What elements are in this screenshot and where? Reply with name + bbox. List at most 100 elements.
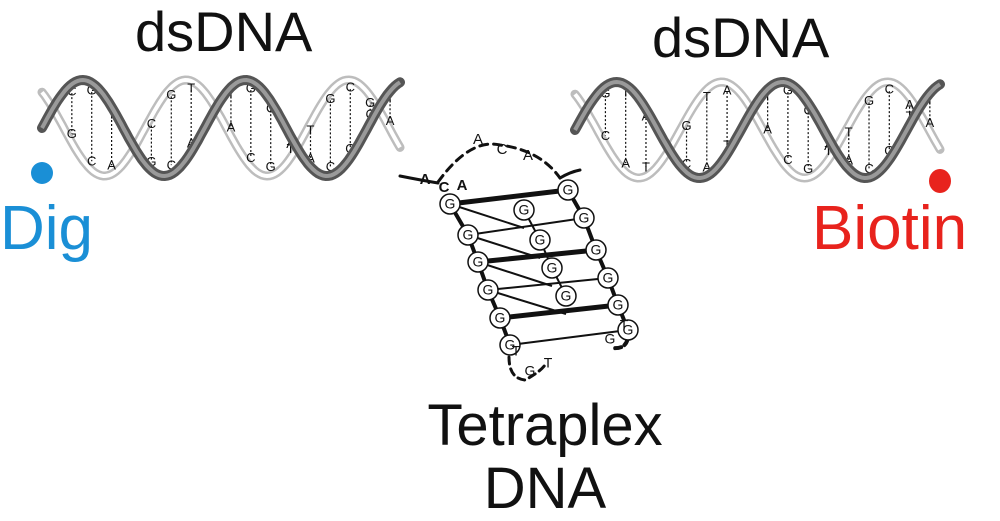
- linker-base: A: [457, 177, 468, 194]
- base-letter: G: [884, 143, 894, 158]
- loop-base: T: [512, 343, 521, 359]
- guanine-node: [597, 267, 619, 289]
- base-letter: T: [845, 125, 853, 140]
- guanine-letter: G: [547, 260, 558, 276]
- base-letter: A: [621, 156, 630, 171]
- guanine-letter: G: [495, 310, 506, 326]
- guanine-letter: G: [535, 232, 546, 248]
- base-letter: C: [167, 158, 176, 173]
- guanine-node: [467, 251, 489, 273]
- base-letter: T: [187, 80, 195, 95]
- base-letter: G: [600, 86, 610, 101]
- linker-base: C: [439, 179, 450, 196]
- linker-base: C: [497, 141, 508, 158]
- quartet-rung: [467, 217, 585, 236]
- base-letter: C: [682, 156, 691, 171]
- base-letter: C: [147, 116, 156, 131]
- bottom-loop: [507, 343, 547, 382]
- left-dsdna-title: dsDNA: [135, 0, 313, 63]
- back-strand-highlight: [573, 79, 942, 181]
- base-letter: G: [783, 82, 793, 97]
- base-letter: G: [166, 87, 176, 102]
- guanine-node: [499, 334, 521, 356]
- guanine-letter: G: [591, 242, 602, 258]
- guanine-node: [529, 229, 551, 251]
- back-strand-highlight: [40, 77, 402, 179]
- tetraplex-label-line2: DNA: [483, 455, 607, 521]
- base-letter: C: [67, 84, 76, 99]
- base-letter: C: [601, 128, 610, 143]
- base-letter: A: [227, 120, 236, 135]
- loop-base: T: [544, 355, 553, 371]
- guanine-node: [513, 199, 535, 221]
- quartet-diagonal: [449, 203, 525, 229]
- base-letter: C: [864, 161, 873, 176]
- biotin-label-dot: [929, 169, 951, 193]
- base-letter: A: [844, 152, 853, 167]
- dig-label-dot: [31, 162, 53, 184]
- loop-base: G: [525, 363, 536, 379]
- base-letter: A: [763, 122, 772, 137]
- right-dsdna-title: dsDNA: [652, 6, 830, 69]
- guanine-node: [477, 279, 499, 301]
- base-letter: G: [87, 82, 97, 97]
- guanine-node: [617, 319, 639, 341]
- front-strand-highlight: [573, 79, 942, 181]
- linker-left: [398, 174, 440, 185]
- guanine-letter: G: [623, 322, 634, 338]
- base-letter: A: [306, 150, 315, 165]
- base-letter: A: [905, 97, 914, 112]
- base-letter: T: [642, 160, 650, 175]
- base-letter: C: [87, 154, 96, 169]
- quartet-diagonal: [467, 234, 541, 259]
- base-letter: G: [365, 95, 375, 110]
- base-letter: A: [926, 115, 935, 130]
- base-letter: A: [723, 82, 732, 97]
- quartet-rung: [477, 247, 597, 265]
- quartet-rung: [449, 187, 569, 207]
- linker-base: A: [420, 171, 431, 188]
- guanine-node: [557, 179, 579, 201]
- loop-base: T: [620, 317, 629, 333]
- guanine-letter: G: [473, 254, 484, 270]
- tetraplex-label-line1: Tetraplex: [427, 393, 663, 458]
- guanine-node: [585, 239, 607, 261]
- base-letter: C: [885, 82, 894, 97]
- top-loop: [436, 142, 562, 184]
- guanine-letter: G: [519, 202, 530, 218]
- guanine-letter: G: [561, 288, 572, 304]
- guanine-letter: G: [613, 297, 624, 313]
- linker-base: A: [473, 131, 483, 148]
- base-letter: A: [702, 160, 711, 175]
- guanine-node: [489, 307, 511, 329]
- guanine-node: [541, 257, 563, 279]
- guanine-letter: G: [445, 196, 456, 212]
- base-letter: G: [864, 93, 874, 108]
- guanine-letter: G: [463, 227, 474, 243]
- base-letter: G: [266, 159, 276, 174]
- base-letter: T: [622, 84, 630, 99]
- base-letter: C: [346, 80, 355, 95]
- guanine-node: [607, 294, 629, 316]
- dig-label: Dig: [0, 194, 94, 263]
- biotin-label: Biotin: [812, 194, 968, 263]
- base-letter: T: [703, 89, 711, 104]
- guanine-node: [555, 285, 577, 307]
- guanine-node: [457, 224, 479, 246]
- guanine-letter: G: [505, 337, 516, 353]
- front-strand-highlight: [40, 77, 402, 179]
- guanine-letter: G: [483, 282, 494, 298]
- guanine-letter: G: [563, 182, 574, 198]
- tetraplex-dna-label: Tetraplex DNA: [410, 393, 680, 521]
- loop-base: G: [605, 331, 616, 347]
- guanine-letter: G: [603, 270, 614, 286]
- base-letter: C: [246, 150, 255, 165]
- guanine-letter: G: [579, 210, 590, 226]
- base-letter: G: [325, 91, 335, 106]
- base-letter: G: [803, 161, 813, 176]
- base-letter: T: [287, 141, 295, 156]
- linker-right: [558, 168, 582, 180]
- guanine-node: [573, 207, 595, 229]
